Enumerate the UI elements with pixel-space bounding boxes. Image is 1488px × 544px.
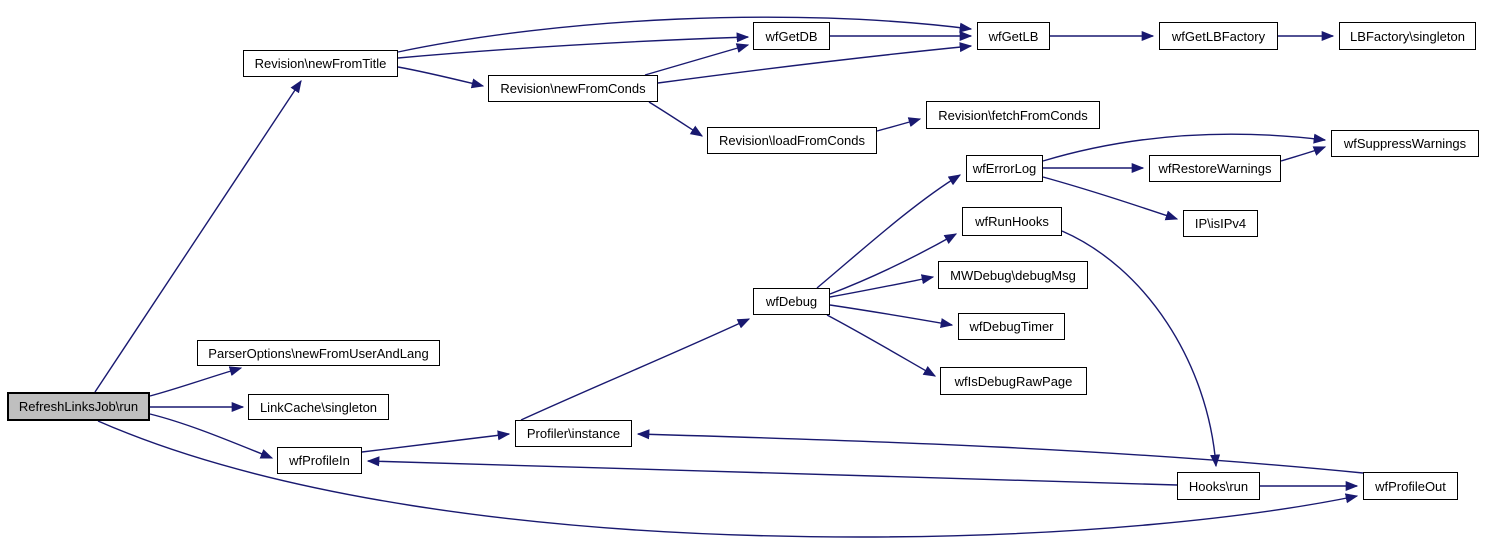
edge-wfrunhooks-to-hooks-run [1061,230,1221,468]
node-revision-newfromtitle[interactable]: Revision\newFromTitle [243,50,398,77]
node-wfprofileout[interactable]: wfProfileOut [1363,472,1458,500]
edge-profiler-instance-to-wfdebug [520,318,751,421]
edge-hooks-run-to-wfprofilein [366,456,1178,486]
edge-wfdebug-to-mwdebug-debugmsg [829,274,935,298]
node-wfisdebugrawpage[interactable]: wfIsDebugRawPage [940,367,1087,395]
edge-wfprofilein-to-profiler-instance [361,430,511,453]
node-wfrestorewarnings[interactable]: wfRestoreWarnings [1149,155,1281,182]
edge-revision-newfromconds-to-wfgetdb [644,43,750,76]
node-wfrunhooks[interactable]: wfRunHooks [962,207,1062,236]
edge-refreshlinksjob-run-to-wfprofilein [149,413,274,459]
node-revision-fetchfromconds[interactable]: Revision\fetchFromConds [926,101,1100,129]
edge-wferrorlog-to-ip-isipv4 [1042,176,1179,221]
edge-wfdebug-to-wfrunhooks [829,233,958,295]
node-wfgetlbfactory[interactable]: wfGetLBFactory [1159,22,1278,50]
edge-wfprofileout-to-profiler-instance [636,429,1364,474]
node-refreshlinksjob-run[interactable]: RefreshLinksJob\run [7,392,150,421]
node-wfsuppresswarnings[interactable]: wfSuppressWarnings [1331,130,1479,157]
node-parseroptions-newfromuserandlang[interactable]: ParserOptions\newFromUserAndLang [197,340,440,366]
node-hooks-run[interactable]: Hooks\run [1177,472,1260,500]
node-profiler-instance[interactable]: Profiler\instance [515,420,632,447]
node-wfgetdb[interactable]: wfGetDB [753,22,830,50]
node-revision-newfromconds[interactable]: Revision\newFromConds [488,75,658,102]
node-revision-loadfromconds[interactable]: Revision\loadFromConds [707,127,877,154]
edge-wfdebug-to-wfisdebugrawpage [826,314,937,377]
edge-revision-newfromconds-to-wfgetlb [657,42,973,84]
edge-wferrorlog-to-wfsuppresswarnings [1042,133,1327,162]
node-wfprofilein[interactable]: wfProfileIn [277,447,362,474]
edge-refreshlinksjob-run-to-wfprofileout [97,420,1359,538]
edge-refreshlinksjob-run-to-parseroptions-newfromuserandlang [149,366,243,397]
edge-revision-newfromconds-to-revision-loadfromconds [648,101,704,137]
edge-revision-newfromtitle-to-wfgetlb [397,16,973,53]
edge-revision-loadfromconds-to-revision-fetchfromconds [876,117,922,132]
node-mwdebug-debugmsg[interactable]: MWDebug\debugMsg [938,261,1088,289]
edge-refreshlinksjob-run-to-revision-newfromtitle [94,79,302,393]
node-linkcache-singleton[interactable]: LinkCache\singleton [248,394,389,420]
node-wfdebug[interactable]: wfDebug [753,288,830,315]
node-wferrorlog[interactable]: wfErrorLog [966,155,1043,182]
edge-revision-newfromtitle-to-wfgetdb [397,32,750,59]
node-wfdebugtimer[interactable]: wfDebugTimer [958,313,1065,340]
node-ip-isipv4[interactable]: IP\isIPv4 [1183,210,1258,237]
edge-wfdebug-to-wferrorlog [816,174,962,289]
edge-revision-newfromtitle-to-revision-newfromconds [397,66,485,89]
edge-wfdebug-to-wfdebugtimer [829,304,954,329]
node-lbfactory-singleton[interactable]: LBFactory\singleton [1339,22,1476,50]
edge-wfrestorewarnings-to-wfsuppresswarnings [1280,146,1327,162]
node-wfgetlb[interactable]: wfGetLB [977,22,1050,50]
